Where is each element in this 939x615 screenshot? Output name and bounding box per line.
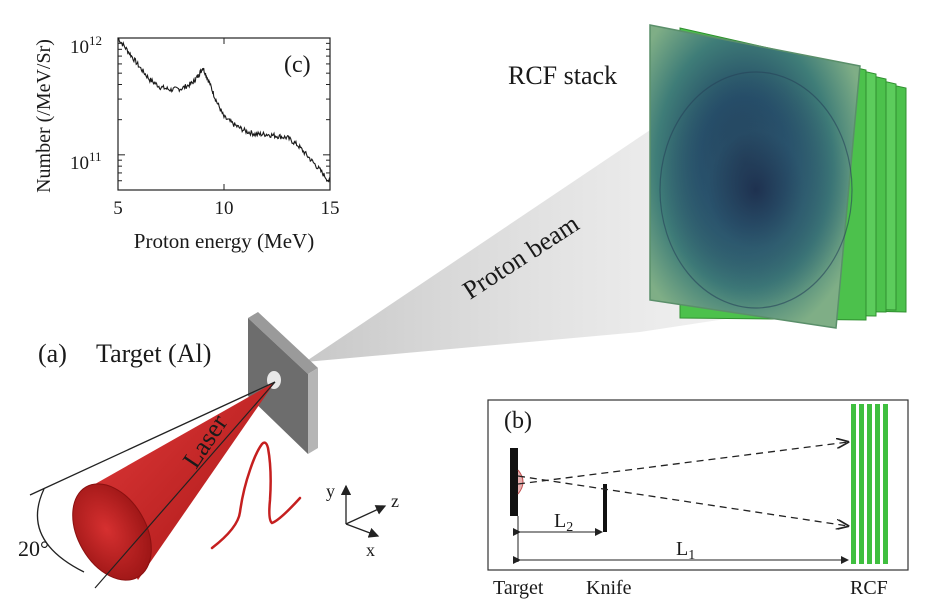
inset-b-target	[510, 448, 518, 516]
y-axis-label: Number (/MeV/Sr)	[33, 39, 55, 193]
angle-reference-line	[29, 381, 276, 496]
y-tick-label-1e12: 1012	[70, 33, 102, 58]
axis-x-label: x	[366, 540, 375, 560]
inset-b-panel-label: (b)	[504, 408, 532, 434]
target-label: Target (Al)	[96, 339, 211, 368]
angle-label: 20°	[18, 536, 49, 561]
x-axis-label: Proton energy (MeV)	[134, 229, 314, 253]
laser-cone: Laser	[72, 381, 276, 589]
l1-label: L1	[676, 538, 695, 563]
inset-b-knife	[603, 484, 607, 532]
angle-arc	[36, 488, 85, 573]
inset-b-knife-label: Knife	[586, 577, 632, 599]
rcf-beam-imprint	[659, 71, 853, 309]
inset-c-chart: (c) 1012 1011 5 10 15 Proton energy (MeV…	[33, 33, 340, 253]
x-tick-label-10: 10	[215, 198, 234, 219]
laser-cone-base	[72, 483, 152, 581]
inset-b-rcf-sheets	[851, 404, 888, 564]
x-tick-label-5: 5	[113, 198, 123, 219]
rcf-stack	[649, 24, 907, 329]
target-plate	[248, 312, 318, 454]
laser-axis-line	[94, 381, 276, 589]
dashed-ray-lower	[517, 475, 848, 526]
inset-b-target-label: Target	[493, 577, 544, 599]
rcf-stack-label: RCF stack	[508, 61, 617, 90]
coordinate-axes: y z x	[326, 481, 399, 560]
laser-pulse-waveform	[210, 441, 302, 550]
x-tick-label-15: 15	[321, 198, 340, 219]
panel-a-label: (a)	[38, 339, 67, 368]
axis-z-label: z	[391, 491, 399, 511]
spectrum-line	[117, 37, 331, 183]
axis-y-label: y	[326, 481, 335, 501]
inset-c-panel-label: (c)	[284, 52, 311, 78]
inset-b-diagram: (b) L2 L1	[487, 399, 909, 571]
dashed-ray-upper	[517, 442, 848, 485]
inset-b-rcf-label: RCF	[850, 577, 888, 599]
chart-ticks	[117, 37, 331, 191]
l2-label: L2	[554, 510, 573, 535]
inset-b-frame	[487, 399, 909, 571]
y-tick-label-1e11: 1011	[70, 149, 102, 174]
